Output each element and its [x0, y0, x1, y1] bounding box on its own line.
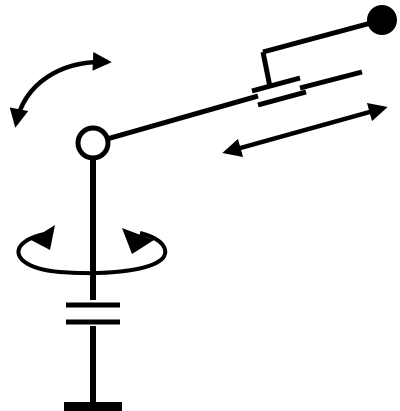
forearm [299, 69, 363, 91]
end-effector-tip [367, 5, 397, 35]
circular-arrow-icon [31, 225, 154, 254]
shoulder-joint [75, 125, 111, 161]
effector-riser [260, 51, 273, 88]
telescope-sleeve-top [251, 75, 301, 94]
telescope-sleeve-bottom [257, 89, 307, 108]
double-arrow-icon [222, 102, 388, 158]
upper-arm [92, 93, 259, 146]
base-plate [64, 402, 122, 411]
base-rotation-ellipse [16, 231, 168, 276]
effector-arm [262, 17, 383, 55]
shoulder-rotation-arc [9, 51, 112, 128]
